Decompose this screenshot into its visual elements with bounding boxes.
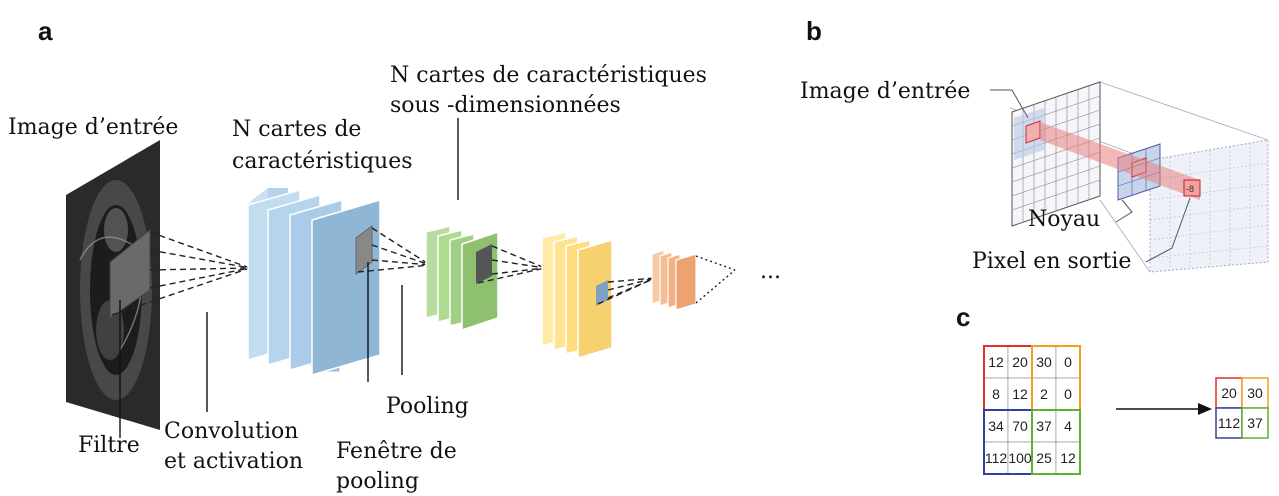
ellipsis-label: ... bbox=[760, 259, 781, 284]
leader-lines-b bbox=[990, 89, 1191, 263]
matrix-cell: 0 bbox=[1064, 354, 1072, 370]
pooling-arrow-head bbox=[1198, 403, 1212, 415]
leader-lines-a bbox=[119, 118, 459, 438]
matrix-cell: 100 bbox=[1008, 450, 1032, 466]
pooled-cell: 20 bbox=[1221, 385, 1237, 401]
matrix-cell: 30 bbox=[1036, 354, 1052, 370]
matrix-cell: 12 bbox=[988, 354, 1004, 370]
feature-maps-label-1: N cartes de bbox=[232, 117, 361, 142]
matrix-cell: 25 bbox=[1036, 450, 1052, 466]
matrix-cell: 8 bbox=[992, 386, 1000, 402]
kernel-label: Noyau bbox=[1028, 207, 1100, 232]
input-grid bbox=[1011, 81, 1101, 227]
panel-a-label: a bbox=[38, 16, 53, 46]
pooling-window-label-2: pooling bbox=[336, 469, 419, 494]
matrix-cell: 2 bbox=[1040, 386, 1048, 402]
matrix-cell: 112 bbox=[985, 450, 1008, 466]
matrix-cell: 12 bbox=[1060, 450, 1076, 466]
output-cone bbox=[695, 255, 736, 304]
subsampled-maps-label-2: sous -dimensionnées bbox=[390, 93, 621, 118]
input-image-label: Image d’entrée bbox=[8, 115, 178, 140]
pool-dashed-lines bbox=[357, 227, 431, 273]
filter-label: Filtre bbox=[78, 433, 140, 458]
dashed-lines-3 bbox=[597, 277, 656, 305]
fourth-maps bbox=[651, 249, 697, 311]
matrix-cell: 20 bbox=[1012, 354, 1028, 370]
input-image-label-b: Image d’entrée bbox=[800, 79, 970, 104]
pooled-cell: 112 bbox=[1218, 415, 1241, 431]
dashed-lines-2 bbox=[477, 245, 546, 284]
convolution-label-1: Convolution bbox=[164, 419, 298, 444]
matrix-cell: 70 bbox=[1012, 418, 1028, 434]
conv-dashed-lines bbox=[111, 231, 251, 316]
matrix-cell: 12 bbox=[1012, 386, 1028, 402]
matrix-cell: 0 bbox=[1064, 386, 1072, 402]
subsample-window bbox=[476, 244, 492, 284]
pooling-window-label-1: Fenêtre de bbox=[336, 439, 457, 464]
feature-maps-stack bbox=[247, 189, 381, 377]
output-pixel-label: Pixel en sortie bbox=[972, 249, 1131, 274]
pooled-cell: 30 bbox=[1247, 385, 1263, 401]
output-pixel bbox=[1183, 179, 1201, 197]
output-grid bbox=[1149, 139, 1269, 273]
filter-patch bbox=[109, 228, 151, 319]
third-window bbox=[596, 280, 608, 306]
output-pixel-value: -8 bbox=[1186, 184, 1194, 194]
panel-b-label: b bbox=[806, 16, 822, 46]
matrix-cell: 4 bbox=[1064, 418, 1072, 434]
convolution-label-2: et activation bbox=[164, 449, 303, 474]
subsampled-maps-label-1: N cartes de caractéristiques bbox=[390, 63, 707, 88]
convolution-beam bbox=[1040, 122, 1200, 200]
third-maps bbox=[541, 231, 613, 360]
matrix-cell: 34 bbox=[988, 418, 1004, 434]
feature-maps-label-2: caractéristiques bbox=[232, 149, 413, 174]
panel-c-label: c bbox=[956, 302, 970, 332]
pooled-cell: 37 bbox=[1247, 415, 1263, 431]
pooling-label: Pooling bbox=[386, 394, 469, 419]
matrix-cell: 37 bbox=[1036, 418, 1052, 434]
pooling-output-matrix: 20 30 112 37 bbox=[1215, 377, 1269, 439]
